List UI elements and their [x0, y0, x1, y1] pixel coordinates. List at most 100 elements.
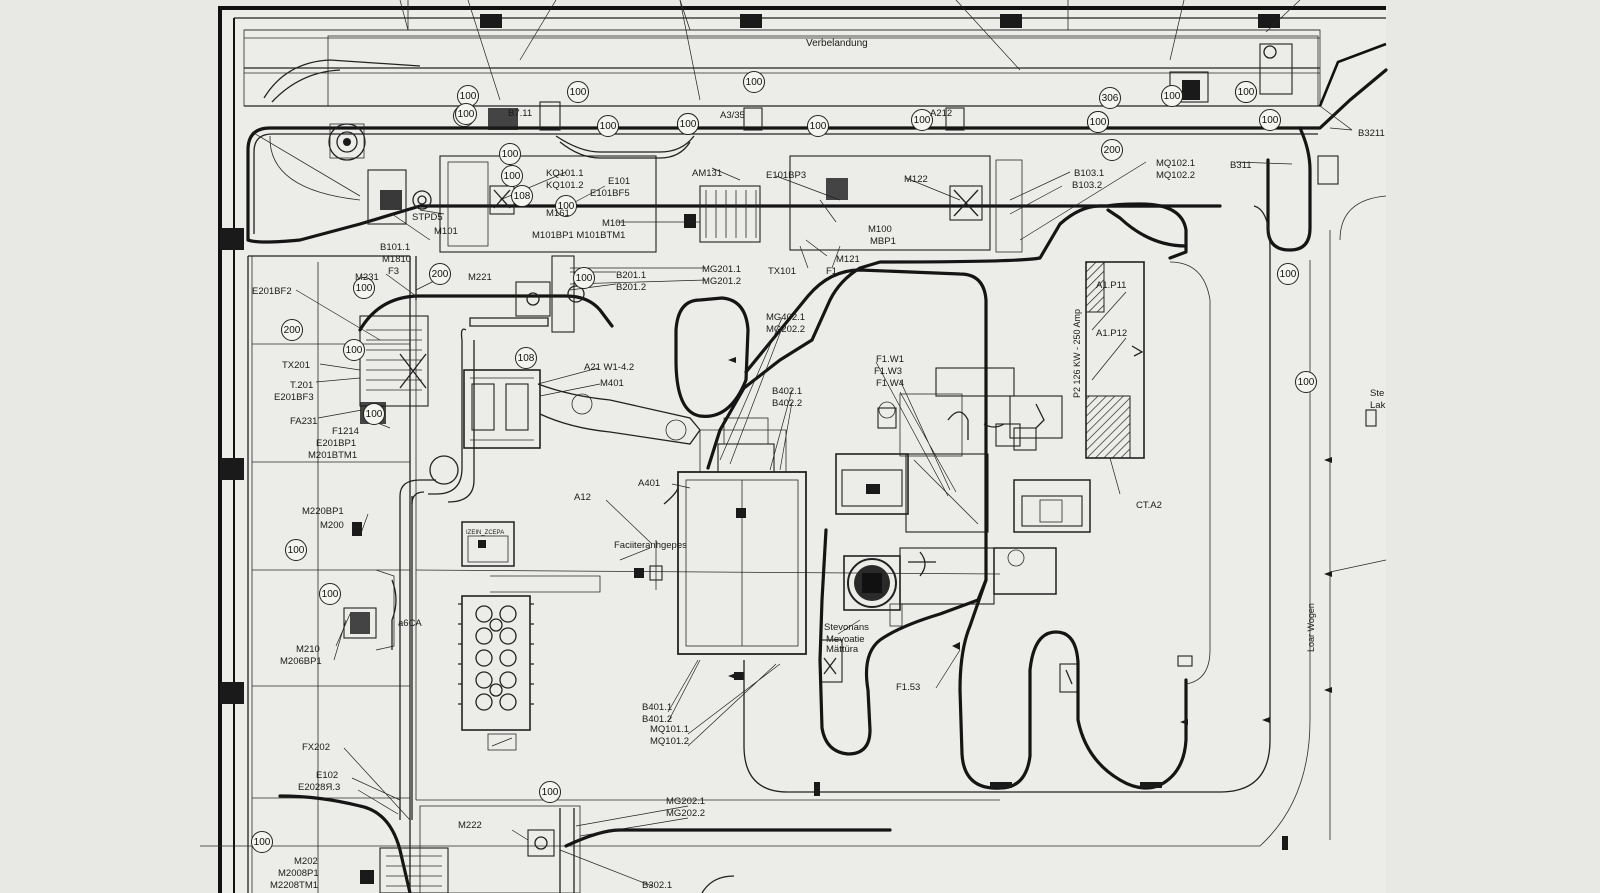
label-l68: FX202 [302, 742, 330, 753]
label-l19: B3211 [1358, 128, 1385, 139]
bubble-circle [555, 195, 577, 217]
bubble-circle [319, 583, 341, 605]
label-l63: F1.53 [896, 682, 920, 693]
label-l11: AM131 [692, 168, 722, 179]
label-l64: B401.1 [642, 702, 672, 713]
bubble-number: 100 [1280, 269, 1297, 280]
bubble-number: 100 [1238, 87, 1255, 98]
bubble-number: 200 [1104, 145, 1121, 156]
bubble-number: 100 [460, 91, 477, 102]
bubble-number: 100 [1298, 377, 1315, 388]
label-l62: Mättüra [826, 644, 859, 655]
bubble-circle [455, 103, 477, 125]
bubble-circle [1235, 81, 1257, 103]
bubble-number: 100 [366, 409, 383, 420]
label-l78: B7.11 [508, 108, 532, 119]
label-l17: MQ102.2 [1156, 170, 1195, 181]
label-l36: FA231 [290, 416, 317, 427]
label-l61: Mevoatie [826, 634, 865, 645]
reference-bubbles: 100 100 100 100 100 100 100 100 100 100 100 100 100 1… [251, 71, 1317, 853]
bubble-circle [353, 277, 375, 299]
label-l54: Faciiteranhgepes [614, 540, 687, 551]
bubble-number: 108 [518, 353, 535, 364]
bubble-number: 108 [514, 191, 531, 202]
leader-lines [295, 0, 1353, 887]
bubble-circle [539, 781, 561, 803]
bubble-number: 100 [558, 201, 575, 212]
label-l40: A21 W1-4.2 [584, 362, 634, 373]
label-l13: M122 [904, 174, 928, 185]
drawing-title: Verbelandung [806, 38, 868, 49]
label-l4: KQ101.1 [546, 168, 584, 179]
bubble-circle [515, 347, 537, 369]
bubble-number: 100 [576, 273, 593, 284]
label-l35: E201BF3 [274, 392, 314, 403]
label-l7: E101BF5 [590, 188, 630, 199]
label-l44: B402.1 [772, 386, 802, 397]
label-l41: M401 [600, 378, 624, 389]
label-l65: B401.2 [642, 714, 672, 725]
label-l46: F1.W1 [876, 354, 904, 365]
bubble-circle [567, 81, 589, 103]
building-walls [218, 0, 1386, 893]
label-l30: B201.2 [616, 282, 646, 293]
bubble-circle [1087, 111, 1109, 133]
bubble-circle [251, 831, 273, 853]
label-l42: MG402.1 [766, 312, 805, 323]
bubble-number: 100 [356, 283, 373, 294]
central-machine [655, 417, 807, 680]
label-l80: A212 [930, 108, 952, 119]
label-l25: E201BF2 [252, 286, 292, 297]
label-l72: MG202.2 [666, 808, 705, 819]
label-l47: F1.W3 [874, 366, 902, 377]
label-l73: M222 [458, 820, 482, 831]
label-l45: B402.2 [772, 398, 802, 409]
bubble-circle [285, 539, 307, 561]
label-l28: M221 [468, 272, 492, 283]
label-l51: CT.A2 [1136, 500, 1162, 511]
label-l50: A1.P12 [1096, 328, 1127, 339]
label-l74: M202 [294, 856, 318, 867]
label-l59: a6CA [398, 618, 422, 629]
bubble-circle [807, 115, 829, 137]
bubble-number: 100 [600, 121, 617, 132]
bubble-circle [1295, 371, 1317, 393]
label-l70: E2028Я.3 [298, 782, 340, 793]
label-l15: B103.2 [1072, 180, 1102, 191]
bubble-number: 100 [1090, 117, 1107, 128]
bubble-number: 100 [502, 149, 519, 160]
label-l27: F3 [388, 266, 399, 277]
bubble-circle [501, 165, 523, 187]
label-l10: M101BP1 M101BTM1 [532, 230, 625, 241]
label-l83: M1810 [382, 254, 411, 265]
label-l77: B302.1 [642, 880, 672, 891]
bubble-number: 100 [570, 87, 587, 98]
bubble-number: 100 [254, 837, 271, 848]
label-l71: MG202.1 [666, 796, 705, 807]
electrical-panel [1085, 261, 1145, 459]
label-l81: Ste [1370, 388, 1384, 399]
label-l60: Stevonans [824, 622, 869, 633]
wagon-label: Loar Wogen [1306, 603, 1316, 652]
label-l24: F1 [826, 266, 837, 277]
label-l55: M220BP1 [302, 506, 344, 517]
label-l82: Lak [1370, 400, 1386, 411]
bubble-circle [429, 263, 451, 285]
bubble-number: 100 [542, 787, 559, 798]
label-l6: E101 [608, 176, 630, 187]
label-l2: M101 [434, 226, 458, 237]
label-l1: B101.1 [380, 242, 410, 253]
machines-center-left [415, 383, 1001, 751]
bubble-circle [1277, 263, 1299, 285]
label-l3: STPD5 [412, 212, 443, 223]
label-l18: B311 [1230, 160, 1251, 171]
track-markers [728, 357, 1387, 850]
bubble-number: 100 [504, 171, 521, 182]
label-l75: M2008P1 [278, 868, 319, 879]
label-l12: E101BP3 [766, 170, 806, 181]
bubble-number: 100 [1262, 115, 1279, 126]
bubble-circle [499, 143, 521, 165]
